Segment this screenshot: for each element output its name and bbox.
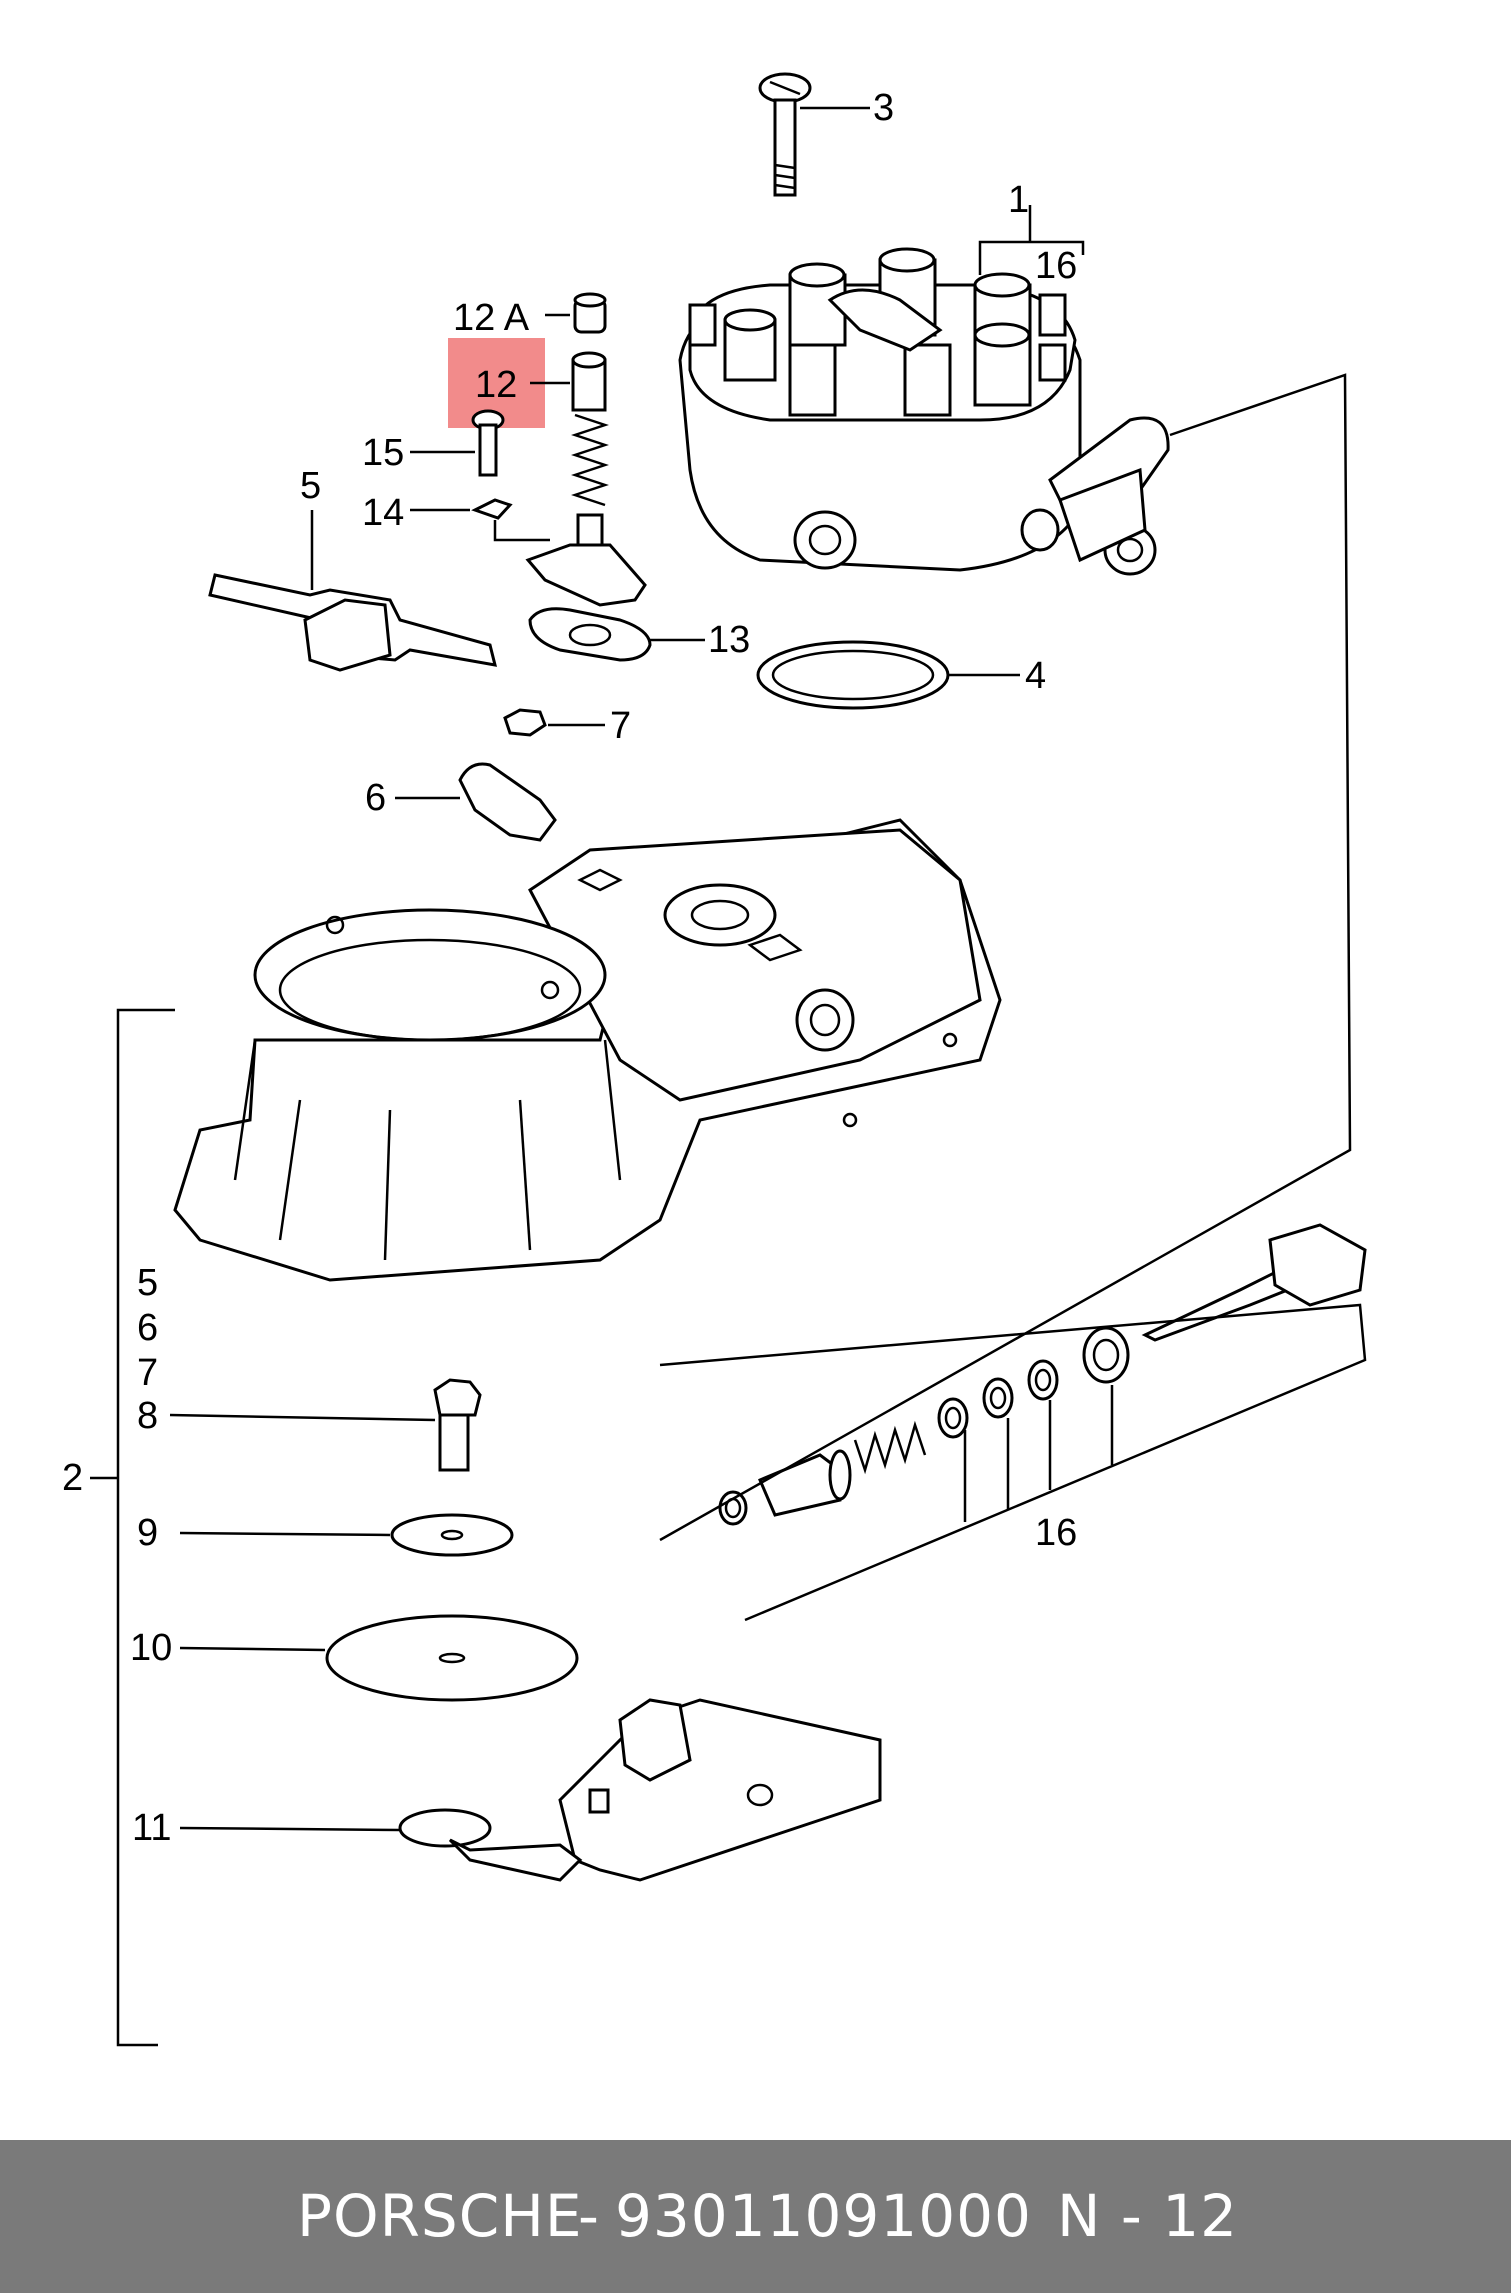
frame-outline [659, 373, 1352, 1542]
part-8-bolt [433, 1378, 482, 1472]
part-9-washer [390, 1513, 514, 1557]
callout-6-list: 6 [137, 1307, 158, 1349]
part-11-lever [398, 1698, 882, 1882]
callout-5-list: 5 [137, 1262, 158, 1304]
callout-4: 4 [1025, 655, 1046, 697]
callout-12: 12 [475, 364, 517, 406]
callout-8: 8 [137, 1395, 158, 1437]
part-4-oring [756, 640, 950, 710]
part-1-upper-body [678, 247, 1170, 576]
callout-11: 11 [132, 1807, 171, 1849]
part-3-screw [758, 72, 812, 197]
frame-outline-lower [659, 1303, 1367, 1622]
callout-6-top: 6 [365, 777, 386, 819]
part-2-housing [173, 818, 1002, 1282]
footer-part-number: 93011091000 [615, 2182, 1032, 2250]
part-7-nut [503, 708, 547, 737]
part-10-diaphragm [325, 1614, 579, 1702]
part-15-screw [471, 409, 505, 477]
part-6-bracket [458, 762, 557, 842]
footer-bar: PORSCHE - 93011091000 N - 12 [0, 2140, 1511, 2293]
part-16-valve-components [718, 1223, 1367, 1526]
callout-16-bottom: 16 [1035, 1512, 1077, 1554]
callout-7-list: 7 [137, 1352, 158, 1394]
callout-14: 14 [362, 492, 404, 534]
callout-1: 1 [1008, 179, 1029, 221]
callout-15: 15 [362, 432, 404, 474]
callout-12a: 12 A [453, 297, 530, 339]
bracket-2 [116, 1008, 175, 2047]
exploded-parts-diagram: 1 16 3 12 A 12 15 5 14 13 4 7 6 5 6 7 8 … [62, 72, 1367, 2047]
footer-brand: PORSCHE [297, 2182, 583, 2250]
callout-9: 9 [137, 1512, 158, 1554]
callout-5-top: 5 [300, 465, 321, 507]
part-12-valve [525, 351, 647, 607]
callout-13: 13 [708, 619, 750, 661]
part-12a-cap [573, 292, 607, 334]
part-5-bracket [208, 573, 498, 672]
callout-3: 3 [873, 87, 894, 129]
callout-16-top: 16 [1035, 245, 1077, 287]
callout-2: 2 [62, 1457, 83, 1499]
footer-separator: - [578, 2182, 600, 2250]
callout-7-top: 7 [610, 705, 631, 747]
callout-10: 10 [130, 1627, 172, 1669]
part-14-clip [471, 498, 513, 520]
part-13-gasket [528, 607, 652, 662]
footer-page-ref: N - 12 [1057, 2182, 1238, 2250]
